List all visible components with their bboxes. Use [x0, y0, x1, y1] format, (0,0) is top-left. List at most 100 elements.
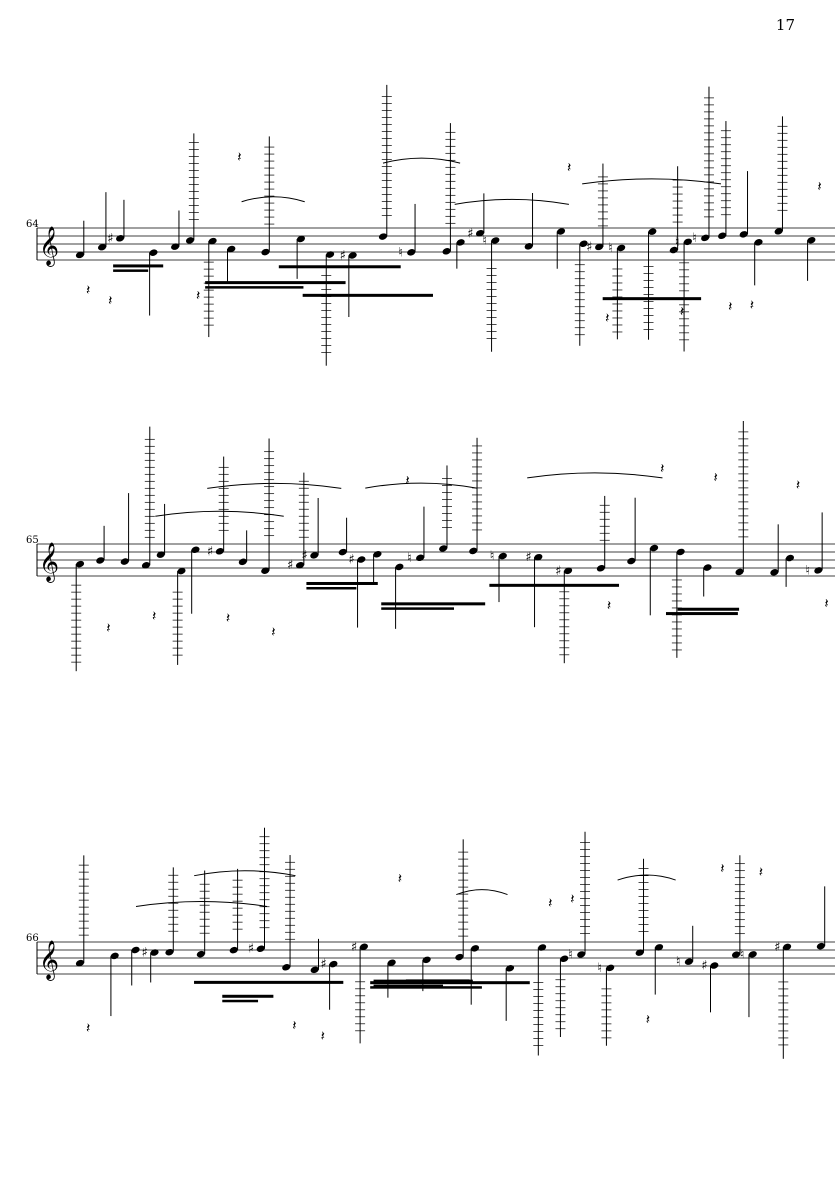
sharp-icon: ♯ — [467, 226, 473, 241]
rest-icon: 𝄽 — [226, 610, 230, 626]
rest-icon: 𝄽 — [759, 865, 763, 881]
beam — [222, 994, 274, 998]
rest-icon: 𝄽 — [680, 304, 684, 320]
note-head — [116, 235, 125, 242]
tie — [155, 510, 284, 517]
note-head — [75, 560, 85, 568]
note-head — [739, 231, 748, 238]
sharp-icon: ♯ — [586, 240, 592, 255]
sharp-icon: ♯ — [351, 940, 357, 955]
natural-icon: ♮ — [608, 241, 613, 256]
beam — [306, 581, 378, 585]
natural-icon: ♮ — [675, 235, 680, 250]
beam — [489, 583, 620, 587]
note-head — [98, 243, 107, 251]
rest-icon: 𝄽 — [714, 470, 718, 486]
rest-icon: 𝄽 — [660, 461, 664, 477]
note-head — [684, 958, 694, 965]
note-head — [577, 951, 586, 958]
note-head — [256, 945, 265, 952]
sharp-icon: ♮ — [740, 947, 745, 962]
rest-icon: 𝄽 — [605, 310, 609, 326]
note-head — [735, 568, 744, 576]
note-head — [635, 949, 644, 956]
note-head — [407, 249, 416, 256]
sharp-icon: ♮ — [805, 563, 810, 578]
note-head — [325, 251, 335, 258]
note-head — [731, 951, 741, 958]
beam — [677, 607, 740, 611]
tie — [527, 472, 663, 479]
note-head — [238, 558, 247, 566]
beam — [113, 269, 149, 272]
natural-icon: ♮ — [407, 551, 412, 566]
note-head — [416, 554, 425, 562]
rest-icon: 𝄽 — [271, 625, 275, 641]
note-head — [191, 546, 200, 554]
note-head — [556, 228, 566, 235]
note-head — [754, 239, 763, 246]
note-head — [156, 551, 165, 558]
note-head — [701, 234, 710, 242]
note-head — [110, 952, 119, 960]
natural-icon: ♯ — [555, 564, 561, 579]
note-head — [261, 567, 270, 574]
note-head — [229, 946, 238, 954]
natural-icon: ♮ — [490, 549, 495, 564]
note-head — [785, 554, 794, 562]
beam — [370, 986, 482, 989]
note-head — [676, 548, 685, 556]
note-head — [807, 236, 816, 244]
note-head — [442, 248, 451, 255]
beam — [370, 981, 530, 985]
rest-icon: 𝄽 — [321, 1028, 325, 1044]
rest-icon: 𝄽 — [86, 283, 90, 299]
tie — [365, 482, 477, 489]
beam — [278, 265, 401, 269]
natural-icon: ♮ — [676, 955, 681, 970]
rest-icon: 𝄽𝄽𝄽𝄽𝄽𝄽𝄽𝄽𝄽𝄽𝄽𝄽𝄽𝄽𝄽𝄽𝄽𝄽𝄽𝄽𝄽𝄽𝄽𝄽𝄽𝄽𝄽𝄽𝄽 — [86, 150, 829, 1045]
note-head — [177, 567, 186, 575]
note-head — [538, 944, 547, 951]
note-head — [149, 249, 158, 256]
natural-icon: ♮ — [692, 231, 697, 246]
note-head — [282, 964, 291, 971]
beams — [113, 264, 740, 1003]
natural-icon: ♯ — [348, 553, 354, 568]
note-head — [120, 558, 129, 565]
note-head — [683, 238, 692, 246]
rest-icon: 𝄽 — [405, 473, 409, 489]
rest-icon: 𝄽 — [728, 299, 732, 315]
note-head — [563, 567, 573, 575]
note-stems — [75, 84, 826, 1059]
tie — [382, 157, 461, 164]
note-head — [595, 243, 604, 251]
rest-icon: 𝄽 — [237, 150, 241, 166]
note-head — [215, 548, 224, 555]
note-head — [185, 237, 195, 244]
natural-icon: ♮ — [482, 233, 487, 248]
rest-icon: 𝄽 — [196, 288, 200, 304]
rest-icon: 𝄽 — [86, 1020, 90, 1036]
note-head — [373, 551, 382, 558]
note-head — [378, 233, 388, 240]
beam — [405, 979, 470, 983]
natural-icon: ♯ — [701, 959, 707, 974]
tie — [135, 900, 268, 907]
beam — [381, 607, 454, 610]
beam — [194, 980, 344, 984]
beam — [381, 602, 486, 606]
note-head — [456, 239, 465, 246]
rest-icon: 𝄽 — [750, 298, 754, 314]
note-head — [348, 252, 357, 259]
note-head — [171, 243, 180, 250]
measure-number-65: 65 — [26, 535, 39, 546]
beam — [302, 293, 433, 297]
treble-clef-icon: 𝄞 — [39, 940, 59, 981]
note-head — [196, 950, 205, 958]
note-head — [498, 552, 507, 560]
note-head — [470, 945, 480, 952]
note-head — [475, 230, 485, 237]
note-head — [296, 235, 306, 243]
